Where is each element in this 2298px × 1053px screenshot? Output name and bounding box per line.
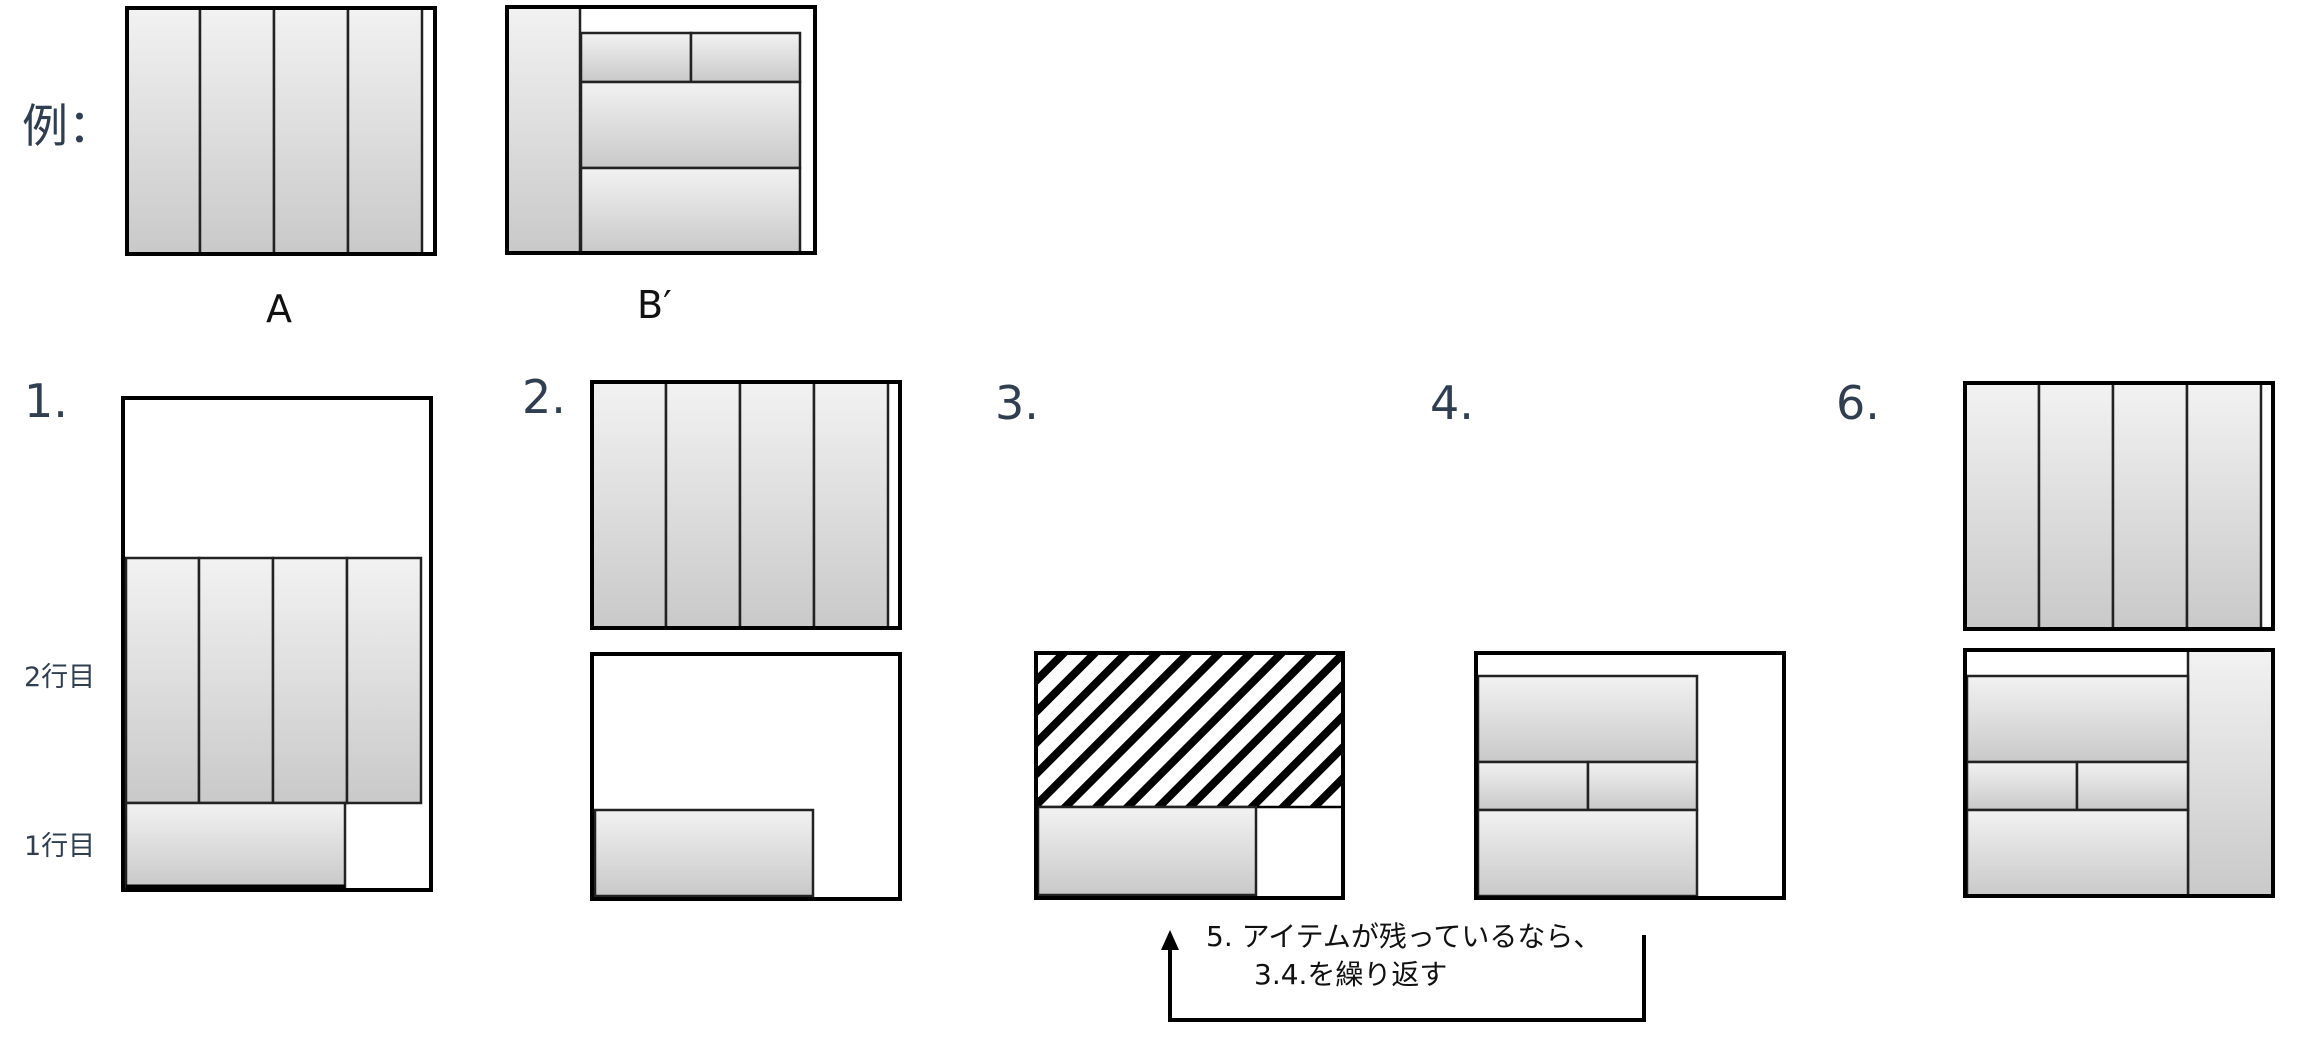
loop-note-line1: 5. アイテムが残っているなら、 xyxy=(1206,920,1602,953)
item-a-1 xyxy=(125,6,202,256)
step3-box xyxy=(1034,651,1345,900)
item-b-bottom xyxy=(579,166,802,255)
step6-bottom-box xyxy=(1963,648,2275,898)
step6-top-block xyxy=(1963,381,2275,631)
item-b-small-1 xyxy=(579,31,693,84)
step1-row2-item-1 xyxy=(124,556,201,805)
step1-row2-item-4 xyxy=(345,556,423,805)
example-b-box xyxy=(505,5,817,255)
step1-row2-item-2 xyxy=(197,556,275,805)
example-a-box xyxy=(125,6,437,256)
step-2-label: 2. xyxy=(522,370,566,424)
step-3-label: 3. xyxy=(995,376,1039,430)
step1-container xyxy=(121,396,433,892)
loop-arrow xyxy=(1161,930,1646,1022)
step1-row2-item-3 xyxy=(271,556,349,805)
step2-top-block xyxy=(590,380,902,630)
step4-box xyxy=(1474,651,1786,900)
example-prefix: 例： xyxy=(22,99,114,153)
item-b-left xyxy=(505,5,582,255)
example-label-b: B′ xyxy=(637,283,672,327)
step1-row1-item xyxy=(124,801,347,889)
step2-bottom-box xyxy=(590,652,902,901)
step-6-label: 6. xyxy=(1836,376,1880,430)
example-label-a: A xyxy=(266,287,292,331)
step3-hatched-area xyxy=(1034,651,1345,809)
item-a-2 xyxy=(198,6,276,256)
step-1-label: 1. xyxy=(24,374,68,428)
loop-note-line2: 3.4.を繰り返す xyxy=(1254,958,1448,991)
item-a-3 xyxy=(272,6,350,256)
item-b-mid xyxy=(579,80,802,170)
row-2-label: 2行目 xyxy=(24,662,96,693)
step3-row1-item xyxy=(1036,805,1258,897)
row-1-label: 1行目 xyxy=(24,831,96,862)
step-4-label: 4. xyxy=(1430,376,1474,430)
item-b-small-2 xyxy=(689,31,802,84)
item-a-4 xyxy=(346,6,424,256)
